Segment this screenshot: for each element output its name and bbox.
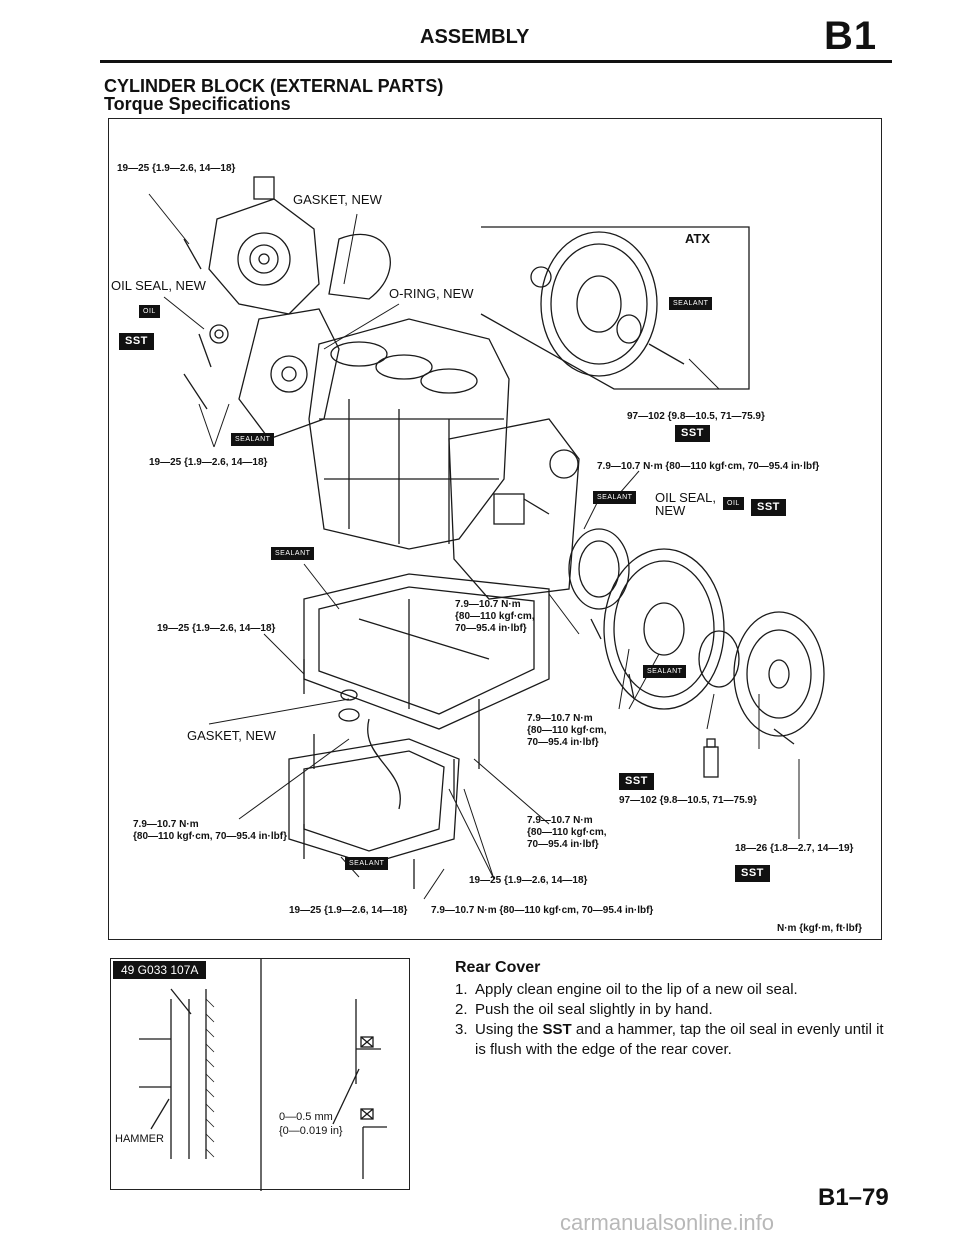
sealant-tag-pan: SEALANT xyxy=(345,857,389,870)
step-text-pre: Using the xyxy=(475,1021,543,1038)
leader-lines xyxy=(148,193,800,900)
sst-tag-oil-seal: SST xyxy=(119,333,154,350)
sst-part-number: 49 G033 107A xyxy=(113,961,207,979)
sealant-tag-flywheel: SEALANT xyxy=(643,665,687,678)
exploded-view-figure: 19—25 {1.9—2.6, 14—18} GASKET, NEW OIL S… xyxy=(108,118,882,940)
procedure-step: 3. Using the SST and a hammer, tap the o… xyxy=(455,1020,885,1060)
sealant-tag-front: SEALANT xyxy=(231,433,275,446)
torque-label-mid-2: {80—110 kgf·cm, xyxy=(455,611,535,622)
page-section-code: B1 xyxy=(824,14,878,58)
oil-seal-right-label-2: NEW xyxy=(655,503,686,518)
sealant-tag-rear: SEALANT xyxy=(593,491,637,504)
step-text: Using the SST and a hammer, tap the oil … xyxy=(475,1020,885,1060)
torque-label-bottom-right: 7.9—10.7 N·m {80—110 kgf·cm, 70—95.4 in·… xyxy=(431,905,654,916)
torque-label-pan-2: {80—110 kgf·cm, 70—95.4 in·lbf} xyxy=(133,831,287,842)
torque-label-d-1: 7.9—10.7 N·m xyxy=(527,815,593,826)
torque-label-d-3: 70—95.4 in·lbf} xyxy=(527,839,599,850)
torque-label-pump-top: 19—25 {1.9—2.6, 14—18} xyxy=(117,163,236,174)
sst-tag-oil-seal-rear: SST xyxy=(751,499,786,516)
oil-pan-upper-drawing xyxy=(303,573,550,730)
clearance-in-label: {0—0.019 in} xyxy=(279,1125,343,1137)
torque-label-clutch: 18—26 {1.8—2.7, 14—19} xyxy=(735,843,854,854)
atx-inset-outline xyxy=(480,226,750,390)
oil-seal-new-label: OIL SEAL, NEW xyxy=(111,278,206,293)
watermark: carmanualsonline.info xyxy=(560,1210,775,1235)
oil-pan-lower-drawing xyxy=(288,689,460,865)
torque-label-left-low: 19—25 {1.9—2.6, 14—18} xyxy=(157,623,276,634)
header-divider xyxy=(100,60,892,63)
torque-label-left-mid: 19—25 {1.9—2.6, 14—18} xyxy=(149,457,268,468)
step-number: 3. xyxy=(455,1021,468,1038)
hammer-label: HAMMER xyxy=(115,1133,164,1145)
atx-label: ATX xyxy=(685,231,711,246)
step-text-post: and a hammer, tap the oil seal in evenly… xyxy=(475,1021,884,1058)
clutch-cover-drawing xyxy=(733,611,825,737)
exploded-view-drawing xyxy=(148,176,825,900)
torque-label-pan-1: 7.9—10.7 N·m xyxy=(133,819,199,830)
gasket-oil-pan-label: GASKET, NEW xyxy=(187,728,276,743)
torque-label-c-1: 7.9—10.7 N·m xyxy=(527,713,593,724)
cylinder-block-drawing xyxy=(308,318,510,550)
step-text: Apply clean engine oil to the lip of a n… xyxy=(475,981,798,998)
section-title: CYLINDER BLOCK (EXTERNAL PARTS) xyxy=(104,76,444,96)
gasket-new-label: GASKET, NEW xyxy=(293,192,382,207)
drive-plate-drawing xyxy=(530,231,658,377)
sealant-tag-atx: SEALANT xyxy=(669,297,713,310)
sst-installation-figure: 49 G033 107A HAMMER 0—0.5 mm {0—0.019 in… xyxy=(110,958,410,1191)
sealant-tag-block: SEALANT xyxy=(271,547,315,560)
units-legend: N·m {kgf·m, ft·lbf} xyxy=(777,923,862,934)
torque-label-bottom-left: 19—25 {1.9—2.6, 14—18} xyxy=(289,905,408,916)
o-ring-new-label: O-RING, NEW xyxy=(389,286,474,301)
oil-pump-drawing xyxy=(208,176,391,344)
flywheel-drawing xyxy=(603,548,740,710)
bolt-drawings xyxy=(183,238,795,889)
rear-cover-procedure: Rear Cover 1. Apply clean engine oil to … xyxy=(455,958,885,1060)
clearance-mm-label: 0—0.5 mm xyxy=(279,1111,333,1123)
section-subtitle: Torque Specifications xyxy=(104,94,291,114)
torque-label-c-3: 70—95.4 in·lbf} xyxy=(527,737,599,748)
procedure-step: 2. Push the oil seal slightly in by hand… xyxy=(455,1000,885,1020)
torque-label-drive-plate: 97—102 {9.8—10.5, 71—75.9} xyxy=(627,411,765,422)
sst-tag-flywheel: SST xyxy=(619,773,654,790)
procedure-title: Rear Cover xyxy=(455,959,541,976)
sst-installation-drawing xyxy=(139,959,387,1191)
step-text-sst: SST xyxy=(542,1021,572,1038)
torque-label-mid-1: 7.9—10.7 N·m xyxy=(455,599,521,610)
oil-tag-left: OIL xyxy=(139,305,160,318)
torque-label-mid-3: 70—95.4 in·lbf} xyxy=(455,623,527,634)
rear-oil-seal-drawing xyxy=(568,528,630,610)
page-header-title: ASSEMBLY xyxy=(420,26,530,48)
page-number: B1–79 xyxy=(818,1184,889,1211)
sst-tag-clutch: SST xyxy=(735,865,770,882)
torque-label-bottom-mid: 19—25 {1.9—2.6, 14—18} xyxy=(469,875,588,886)
grease-can-drawing xyxy=(703,738,719,778)
step-text: Push the oil seal slightly in by hand. xyxy=(475,1001,713,1018)
procedure-step: 1. Apply clean engine oil to the lip of … xyxy=(455,980,885,1000)
torque-label-c-2: {80—110 kgf·cm, xyxy=(527,725,607,736)
torque-label-flywheel: 97—102 {9.8—10.5, 71—75.9} xyxy=(619,795,757,806)
step-number: 1. xyxy=(455,981,468,998)
sst-tag-drive-plate: SST xyxy=(675,425,710,442)
rear-plate-drawing xyxy=(448,418,580,600)
oil-tag-right: OIL xyxy=(723,497,744,510)
torque-label-rear-cover: 7.9—10.7 N·m {80—110 kgf·cm, 70—95.4 in·… xyxy=(597,461,820,472)
torque-label-d-2: {80—110 kgf·cm, xyxy=(527,827,607,838)
oil-seal-right-label-1: OIL SEAL, xyxy=(655,490,716,505)
step-number: 2. xyxy=(455,1001,468,1018)
